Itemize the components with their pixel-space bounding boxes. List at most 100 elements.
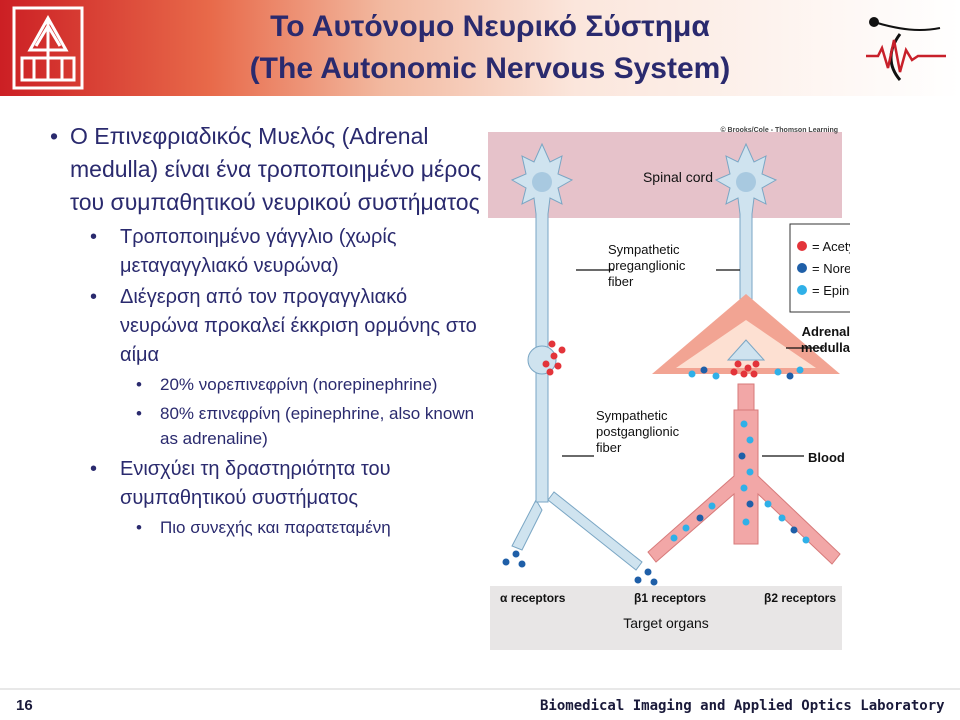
lab-signal-logo [866,17,946,81]
footer-lab-name: Biomedical Imaging and Applied Optics La… [540,698,945,714]
bullet-stimulation: • Διέγερση από τον προγαγγλιακό νευρώνα … [50,283,490,370]
molecule-dot [752,360,760,368]
bullet-text: Τροποποιημένο γάγγλιο (χωρίς μεταγαγγλια… [120,226,397,277]
molecule-dot [764,500,772,508]
bullet-text: Ενισχύει τη δραστηριότητα του συμπαθητικ… [120,458,391,509]
molecule-dot [796,366,804,374]
molecule-dot [774,368,782,376]
label-spinal-cord: Spinal cord [643,169,713,185]
molecule-dot [746,468,754,476]
legend: = Acetylcholine = Norepinephrine = Epineph… [789,223,850,313]
molecules [502,340,810,586]
label-beta1-receptors: β1 receptors [634,591,706,605]
bullet-dot: • [50,123,59,149]
header-band [0,0,960,96]
label-line: postganglionic [596,424,680,439]
molecule-dot [558,346,566,354]
molecule-dot [778,514,786,522]
molecule-dot [802,536,810,544]
label-line: Sympathetic [596,408,668,423]
bullet-adrenal-medulla: • Ο Επινεφριαδικός Μυελός (Adrenal medul… [50,120,490,219]
molecule-dot [512,550,520,558]
bullet-dot: • [136,375,142,394]
molecule-dot [682,524,690,532]
bullet-modified-ganglion: • Τροποποιημένο γάγγλιο (χωρίς μεταγαγγλ… [50,223,490,281]
bullet-text: 20% νορεπινεφρίνη (norepinephrine) [160,375,438,394]
molecule-dot [746,436,754,444]
molecule-dot [744,364,752,372]
molecule-dot [750,370,758,378]
label-line: preganglionic [608,258,686,273]
page-number: 16 [16,697,33,714]
neuron-right-nucleus [736,172,756,192]
molecule-dot [518,560,526,568]
bullet-text: Πιο συνεχής και παρατεταμένη [160,518,391,537]
label-line: Adrenal [802,324,850,339]
molecule-dot [548,340,556,348]
molecule-dot [738,452,746,460]
molecule-dot [542,360,550,368]
label-line: fiber [596,440,622,455]
bullet-dot: • [90,286,98,308]
molecule-dot [734,360,742,368]
bullet-list: • Ο Επινεφριαδικός Μυελός (Adrenal medul… [50,120,490,544]
molecule-dot [650,578,658,586]
molecule-dot [712,372,720,380]
molecule-dot [550,352,558,360]
neuron-left-nucleus [532,172,552,192]
molecule-dot [634,576,642,584]
neuron-right-terminal [726,339,766,361]
bullet-epinephrine: • 80% επινεφρίνη (epinephrine, also know… [50,401,490,451]
label-alpha-receptors: α receptors [500,591,566,605]
adrenal-medulla-diagram: © Brooks/Cole - Thomson Learning Spinal … [488,124,850,650]
bullet-text: 80% επινεφρίνη (epinephrine, also known … [160,404,475,448]
bullet-norepinephrine: • 20% νορεπινεφρίνη (norepinephrine) [50,372,490,397]
footer-rule [0,688,960,690]
label-blood: Blood [808,450,845,465]
university-tree-logo [12,6,84,90]
label-line: medulla [801,340,850,355]
molecule-dot [700,366,708,374]
bullet-text: Διέγερση από τον προγαγγλιακό νευρώνα πρ… [120,286,477,366]
molecule-dot [696,514,704,522]
molecule-dot [746,500,754,508]
bullet-text: Ο Επινεφριαδικός Μυελός (Adrenal medulla… [70,123,482,215]
legend-label: = Acetylcholine [812,239,850,254]
bullet-dot: • [136,518,142,537]
title-line-2: (The Autonomic Nervous System) [249,52,731,85]
molecule-dot [730,368,738,376]
legend-swatch [797,241,807,251]
title-line-1: Το Αυτόνομο Νευρικό Σύστημα [270,10,710,43]
molecule-dot [742,518,750,526]
neuron-left-branches [511,345,643,571]
label-beta2-receptors: β2 receptors [764,591,836,605]
bullet-dot: • [90,458,98,480]
molecule-dot [740,370,748,378]
molecule-dot [688,370,696,378]
molecule-dot [670,534,678,542]
bullet-dot: • [90,226,98,248]
label-target-organs: Target organs [623,615,709,631]
ganglion-body [527,345,557,375]
molecule-dot [546,368,554,376]
molecule-dot [502,558,510,566]
bullet-dot: • [136,404,142,423]
legend-swatch [797,285,807,295]
target-organs-band [490,586,842,650]
molecule-dot [790,526,798,534]
legend-swatch [797,263,807,273]
legend-label: = Norepinephrine [812,261,850,276]
bullet-sustained: • Πιο συνεχής και παρατεταμένη [50,515,490,540]
molecule-dot [554,362,562,370]
legend-label: = Epinephrine [812,283,850,298]
bullet-enhances: • Ενισχύει τη δραστηριότητα του συμπαθητ… [50,455,490,513]
molecule-dot [708,502,716,510]
molecule-dot [644,568,652,576]
label-line: Sympathetic [608,242,680,257]
label-line: fiber [608,274,634,289]
molecule-dot [740,484,748,492]
molecule-dot [740,420,748,428]
